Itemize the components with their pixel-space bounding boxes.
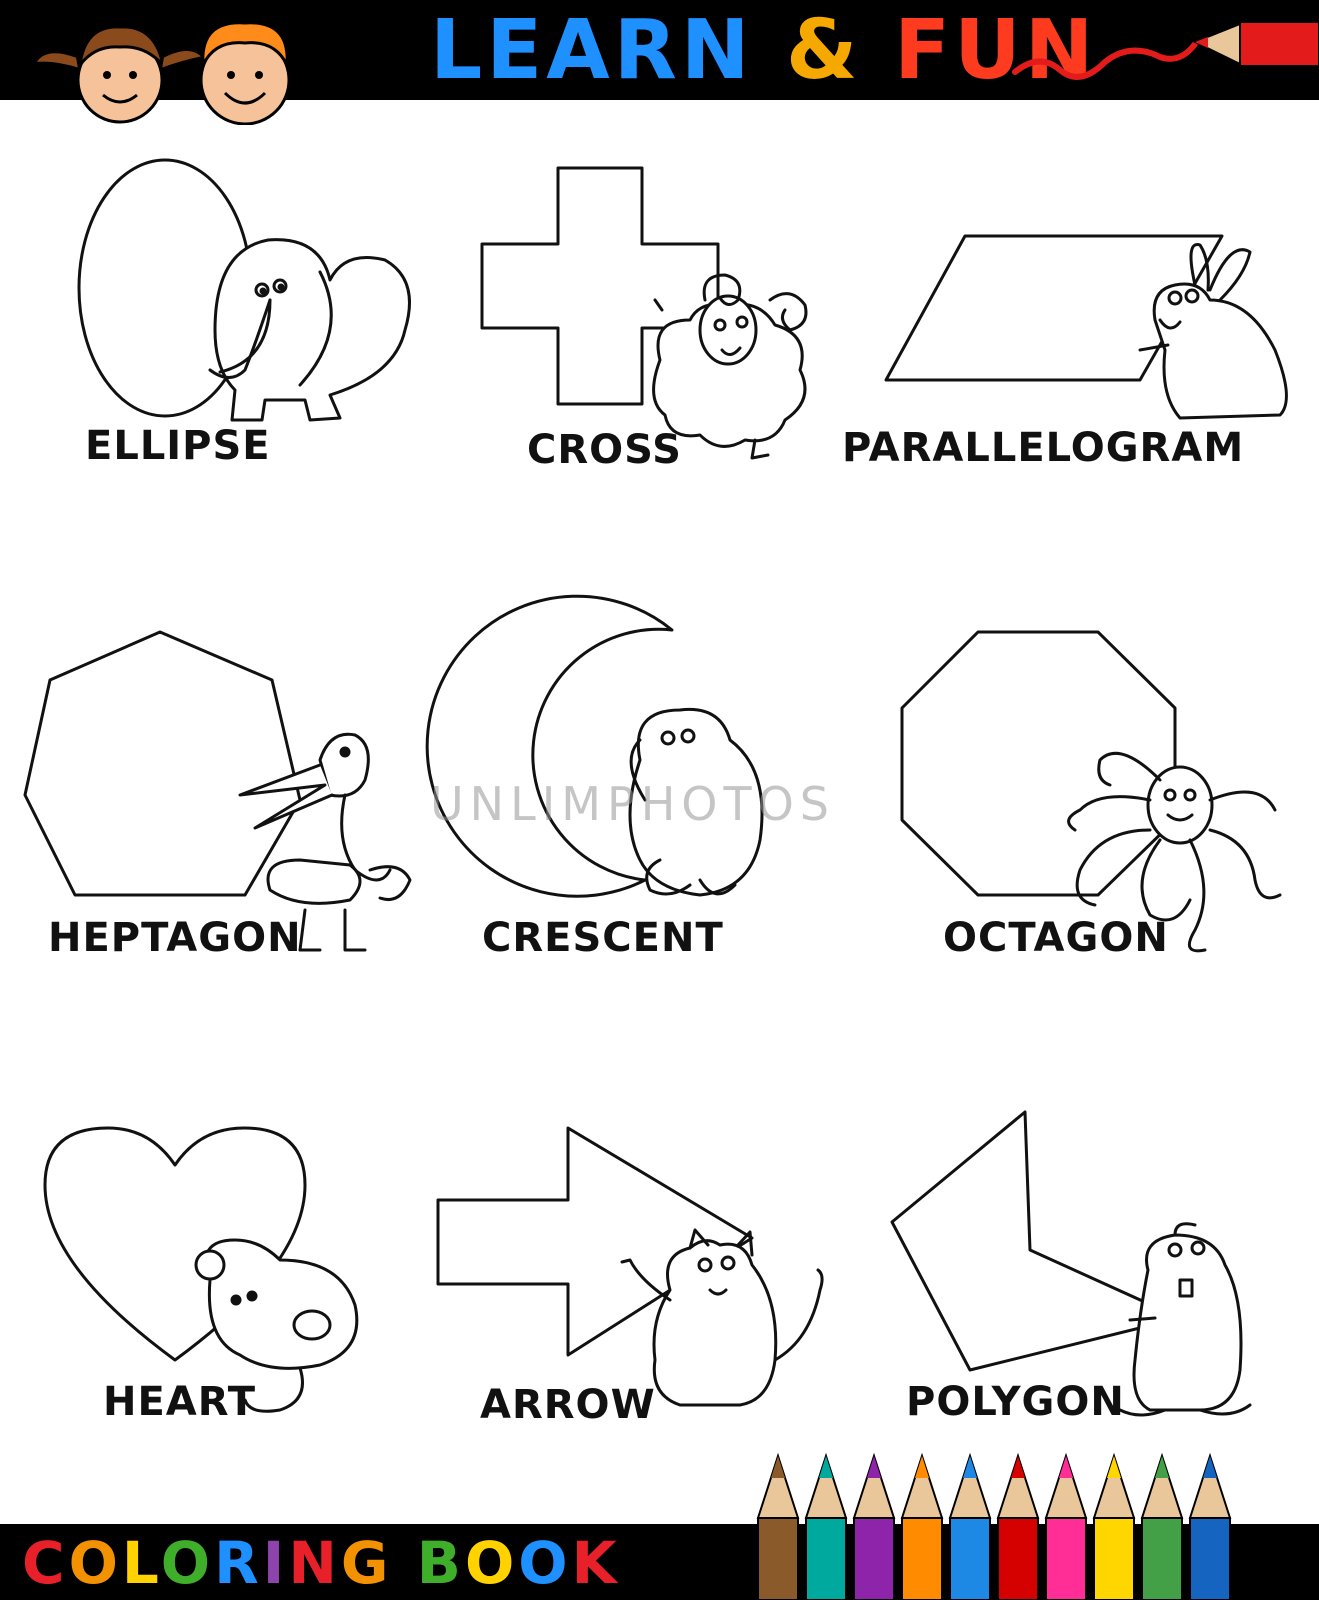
page-title: LEARN & FUN	[430, 6, 1097, 96]
shape-label-parallelogram: PARALLELOGRAM	[842, 425, 1245, 471]
footer-letter: N	[288, 1529, 341, 1597]
pencil-icon	[852, 1452, 896, 1600]
shape-label-cross: CROSS	[527, 427, 682, 473]
shape-label-heart: HEART	[103, 1379, 257, 1425]
pencil-icon	[1140, 1452, 1184, 1600]
coloring-book-title: COLORING BOOK	[22, 1528, 621, 1598]
title-part: LEARN	[430, 3, 754, 98]
pencil-icon	[756, 1452, 800, 1600]
heart-shape	[43, 1126, 359, 1413]
footer-letter: B	[416, 1529, 465, 1597]
footer-letter: I	[262, 1529, 289, 1597]
pencil-icon	[1188, 1452, 1232, 1600]
pencil-icon	[948, 1452, 992, 1600]
shape-label-polygon: POLYGON	[906, 1379, 1125, 1425]
pencil-icon	[804, 1452, 848, 1600]
polygon-shape	[890, 1110, 1252, 1417]
crescent-shape	[425, 594, 764, 898]
pencil-icon	[900, 1452, 944, 1600]
footer-letter: O	[68, 1529, 122, 1597]
footer-letter: O	[160, 1529, 215, 1597]
parallelogram-shape	[884, 234, 1288, 420]
ellipse-shape	[77, 158, 411, 422]
shape-label-octagon: OCTAGON	[943, 915, 1169, 961]
watermark: UNLIMPHOTOS	[430, 777, 836, 831]
footer-letter: R	[214, 1529, 263, 1597]
octagon-shape	[900, 630, 1282, 953]
arrow-shape	[436, 1126, 824, 1407]
pencil-icon	[996, 1452, 1040, 1600]
pencil-icon	[1092, 1452, 1136, 1600]
footer-letter	[393, 1529, 417, 1597]
title-part: &	[753, 3, 895, 98]
colored-pencils-icon	[756, 1452, 1232, 1600]
kids-faces-icon	[33, 21, 291, 125]
shape-label-crescent: CRESCENT	[482, 915, 724, 961]
footer-letter: G	[340, 1529, 393, 1597]
footer-letter: L	[121, 1529, 161, 1597]
shapes-illustration	[23, 158, 1288, 1417]
shape-label-arrow: ARROW	[480, 1382, 656, 1428]
red-pencil-icon	[1012, 21, 1319, 80]
pencil-icon	[1044, 1452, 1088, 1600]
shape-label-heptagon: HEPTAGON	[48, 915, 302, 961]
footer-letter: C	[22, 1529, 69, 1597]
title-part: FUN	[894, 3, 1098, 98]
cross-shape	[480, 166, 808, 460]
footer-letter: K	[571, 1529, 621, 1597]
shape-label-ellipse: ELLIPSE	[85, 423, 271, 469]
footer-letter: O	[464, 1529, 519, 1597]
heptagon-shape	[23, 630, 412, 952]
footer-letter: O	[518, 1529, 572, 1597]
